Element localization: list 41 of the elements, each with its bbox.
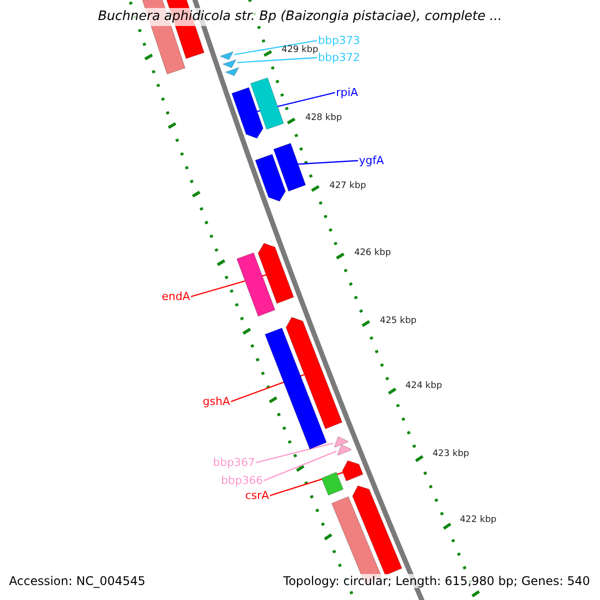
scale-label: 428 kbp xyxy=(305,113,342,124)
leader-line xyxy=(298,160,358,165)
gene-label: ygfA xyxy=(359,154,384,168)
leader-line xyxy=(264,450,337,482)
gene-feature xyxy=(250,77,284,130)
gene-feature xyxy=(225,67,240,76)
scale-label: 423 kbp xyxy=(432,448,470,460)
leader-line xyxy=(256,442,334,464)
scale-label: 422 kbp xyxy=(460,515,497,526)
gene-feature xyxy=(286,316,342,430)
leader-line xyxy=(270,472,344,496)
gene-feature xyxy=(220,51,234,60)
gene-feature xyxy=(352,485,402,576)
gene-feature xyxy=(236,252,276,317)
gene-label: rpiA xyxy=(336,86,358,100)
scale-label: 429 kbp xyxy=(282,44,318,56)
gene-label: bbp366 xyxy=(221,474,263,488)
gene-label: csrA xyxy=(245,489,269,502)
accession-text: Accession: NC_004545 xyxy=(9,574,146,588)
gene-label: bbp367 xyxy=(213,456,255,470)
gene-feature xyxy=(321,472,344,496)
genome-summary-text: Topology: circular; Length: 615,980 bp; Genes: 540 xyxy=(283,574,590,588)
scale-label: 426 kbp xyxy=(354,248,391,260)
leader-line xyxy=(234,40,318,56)
gene-feature xyxy=(222,59,236,68)
gene-feature xyxy=(258,242,294,304)
gene-feature xyxy=(334,436,348,448)
gene-feature xyxy=(337,444,352,456)
leader-line xyxy=(237,57,318,64)
gene-feature xyxy=(342,460,364,482)
scale-label: 425 kbp xyxy=(380,316,417,327)
gene-label: endA xyxy=(162,290,190,304)
gene-feature xyxy=(231,87,264,139)
gene-label: gshA xyxy=(202,395,230,408)
gene-label: bbp373 xyxy=(318,34,360,48)
gene-feature xyxy=(273,142,306,192)
gene-feature xyxy=(254,154,286,202)
gene-label: bbp372 xyxy=(318,51,360,64)
scale-label: 427 kbp xyxy=(329,180,366,192)
gene-feature xyxy=(264,328,327,450)
scale-label: 424 kbp xyxy=(405,381,442,392)
